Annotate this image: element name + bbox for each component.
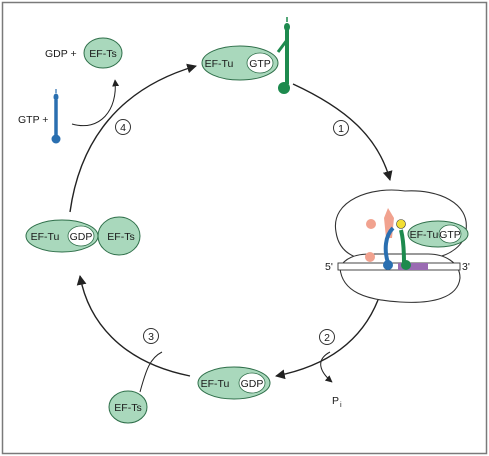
amino-acid-icon bbox=[396, 219, 406, 229]
gtp-label: GTP bbox=[439, 229, 461, 241]
gtp-label: GTP bbox=[249, 58, 271, 70]
ef-ts-entry-arrow bbox=[139, 351, 163, 393]
pi-release-arrow bbox=[320, 351, 333, 383]
ef-tu-gtp-aa-trna-complex: EF-Tu GTP bbox=[201, 17, 290, 94]
aa-trna-icon bbox=[276, 17, 290, 94]
blue-trna-icon bbox=[51, 89, 61, 144]
aminoacyl-trna bbox=[399, 229, 406, 264]
step-marker-1: 1 bbox=[333, 120, 349, 136]
arrow-step-3 bbox=[76, 275, 191, 377]
gdp-label: GDP bbox=[70, 231, 93, 243]
ef-ts-free-bottom: EF-Ts bbox=[108, 390, 148, 424]
gtp-plus-label: GTP + bbox=[18, 114, 48, 126]
step-number: 4 bbox=[120, 122, 126, 134]
ribosome: 5' 3' EF-Tu GTP bbox=[325, 189, 470, 303]
step-number: 3 bbox=[148, 331, 154, 343]
step-number: 1 bbox=[338, 123, 344, 135]
pi-subscript: i bbox=[340, 400, 342, 409]
gdp-plus-label: GDP + bbox=[45, 48, 77, 60]
ef-tu-label: EF-Tu bbox=[31, 231, 60, 243]
mrna-3-prime-label: 3' bbox=[462, 261, 470, 273]
e-site-trna-lower bbox=[365, 252, 375, 262]
ef-ts-label: EF-Ts bbox=[107, 231, 134, 243]
pi-label: P bbox=[332, 395, 339, 407]
ef-tu-label: EF-Tu bbox=[410, 229, 439, 241]
step-marker-2: 2 bbox=[319, 329, 335, 345]
ef-tu-label: EF-Tu bbox=[201, 378, 230, 390]
arrow-step-1 bbox=[292, 83, 393, 181]
step-marker-3: 3 bbox=[143, 328, 159, 344]
mrna-5-prime-label: 5' bbox=[325, 261, 333, 273]
gtp-plus-input: GTP + bbox=[18, 89, 61, 144]
gdp-label: GDP bbox=[241, 378, 264, 390]
step-number: 2 bbox=[324, 332, 330, 344]
e-site-trna bbox=[366, 219, 376, 229]
peptidyl-trna bbox=[383, 226, 395, 264]
p-site-anticodon bbox=[383, 260, 393, 270]
codon-segment bbox=[398, 263, 428, 270]
step-marker-4: 4 bbox=[115, 119, 131, 135]
gdp-eft-release-arrow bbox=[71, 79, 120, 127]
arrow-step-4 bbox=[69, 63, 197, 213]
gdp-plus-ef-ts: GDP + EF-Ts bbox=[45, 37, 123, 69]
ef-ts-label: EF-Ts bbox=[114, 402, 141, 414]
ef-tu-gdp-complex: EF-Tu GDP bbox=[197, 366, 271, 400]
a-site-anticodon bbox=[401, 260, 411, 270]
ef-tu-gdp-ef-ts-complex: EF-Ts EF-Tu GDP bbox=[25, 216, 141, 256]
small-ribosomal-subunit bbox=[339, 253, 461, 303]
arrow-step-2 bbox=[275, 299, 379, 380]
ef-tu-label: EF-Tu bbox=[205, 58, 234, 70]
ef-ts-label: EF-Ts bbox=[89, 48, 116, 60]
phosphate-label: P i bbox=[332, 395, 342, 409]
